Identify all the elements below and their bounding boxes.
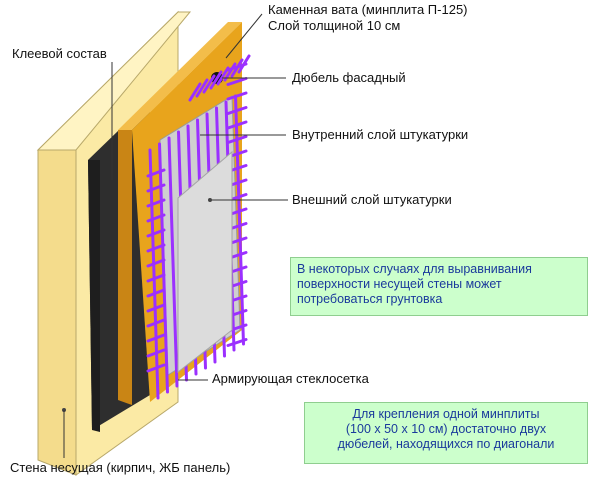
- mesh-diagonal-strand: [237, 54, 251, 74]
- note-primer-line3: потребоваться грунтовка: [297, 292, 443, 306]
- mesh-vertical-strand: [234, 94, 245, 346]
- mesh-horizontal-tick: [146, 258, 166, 268]
- mesh-horizontal-tick: [226, 135, 248, 144]
- mesh-horizontal-tick: [226, 106, 248, 115]
- leader-lines: [63, 13, 288, 458]
- mesh-horizontal-tick: [146, 273, 166, 283]
- note-dowels-line2: (100 x 50 x 10 см) достаточно двух: [345, 422, 547, 436]
- mesh-horizontal-tick: [146, 348, 166, 358]
- note-primer: В некоторых случаях для выравнивания пов…: [290, 257, 588, 316]
- mineral-wool-top: [118, 22, 242, 130]
- mesh-horizontal-tick: [146, 198, 166, 208]
- mesh-diagonal-strand: [216, 66, 230, 86]
- mesh-diagonal-strand: [230, 58, 244, 78]
- outer-plaster-layer: [177, 150, 233, 374]
- label-mineral-wool: Каменная вата (минплита П-125) Слой толщ…: [268, 2, 468, 34]
- mesh-horizontal-tick: [146, 183, 166, 193]
- mesh-horizontal-tick: [146, 243, 166, 253]
- mesh-horizontal-tick: [226, 91, 248, 101]
- mesh-diagonal-strand: [223, 62, 237, 82]
- mesh-diagonal-strand: [202, 74, 216, 94]
- mesh-horizontal-tick: [146, 228, 166, 238]
- mesh-horizontal-tick: [146, 288, 166, 298]
- mesh-horizontal-tick: [146, 318, 166, 328]
- label-wall: Стена несущая (кирпич, ЖБ панель): [10, 460, 231, 475]
- label-mineral-wool-line1: Каменная вата (минплита П-125): [268, 2, 468, 17]
- mesh-horizontal-tick: [226, 338, 248, 347]
- outer-plaster-marker: [208, 198, 212, 202]
- label-outer-plaster: Внешний слой штукатурки: [292, 192, 452, 207]
- mesh-horizontal-tick: [226, 120, 248, 130]
- mesh-diagonal-strand: [195, 78, 209, 98]
- mesh-diagonal-strand: [188, 82, 202, 102]
- label-mesh: Армирующая стеклосетка: [212, 371, 369, 386]
- mesh-diagonal-strand: [209, 70, 223, 90]
- mesh-horizontal-tick: [146, 363, 166, 373]
- note-dowels-line3: дюбелей, находящихся по диагонали: [337, 437, 555, 451]
- mesh-vertical-strand: [167, 136, 179, 388]
- note-primer-line2: поверхности несущей стены может: [297, 277, 502, 291]
- bearing-wall-side: [37, 149, 77, 476]
- adhesive-layer-edge: [88, 160, 100, 432]
- label-inner-plaster: Внутренний слой штукатурки: [292, 127, 469, 142]
- mesh-horizontal-tick: [146, 333, 166, 343]
- note-dowels-line1: Для крепления одной минплиты: [352, 407, 540, 421]
- label-adhesive: Клеевой состав: [12, 46, 107, 61]
- mineral-wool-side: [118, 130, 132, 405]
- label-dowel: Дюбель фасадный: [292, 70, 406, 85]
- mesh-horizontal-tick: [146, 168, 166, 178]
- note-primer-line1: В некоторых случаях для выравнивания: [297, 262, 532, 276]
- mesh-horizontal-tick: [146, 213, 166, 223]
- mesh-horizontal-tick: [226, 77, 248, 86]
- mesh-horizontal-tick: [146, 303, 166, 313]
- leader-mineral-wool: [225, 13, 263, 59]
- label-mineral-wool-line2: Слой толщиной 10 см: [268, 18, 401, 33]
- note-dowels: Для крепления одной минплиты (100 x 50 x…: [304, 402, 588, 464]
- bearing-wall-top: [36, 11, 192, 151]
